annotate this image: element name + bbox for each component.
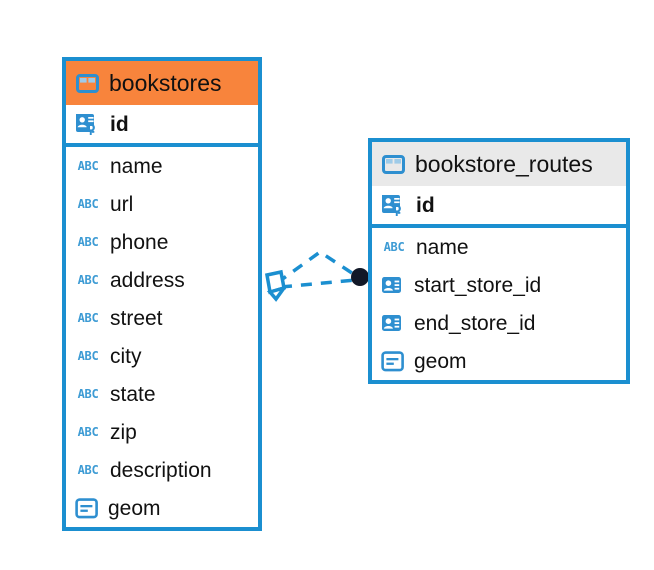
abc-text-icon: ABC <box>77 197 99 211</box>
abc-text-icon: ABC <box>77 235 99 249</box>
field-name: url <box>110 192 134 216</box>
field-name: street <box>110 306 163 330</box>
field-row[interactable]: ABC phone <box>66 223 258 261</box>
field-row[interactable]: ABC zip <box>66 413 258 451</box>
field-row[interactable]: ABC description <box>66 451 258 489</box>
field-name: geom <box>414 349 467 373</box>
field-list-bookstore-routes: ABC name start_store_id <box>372 228 626 380</box>
foreign-key-icon <box>381 275 405 296</box>
abc-text-icon: ABC <box>383 240 405 254</box>
abc-text-icon: ABC <box>77 349 99 363</box>
field-row[interactable]: ABC state <box>66 375 258 413</box>
primary-key-section: id <box>66 105 258 147</box>
field-row-primary-key[interactable]: id <box>372 186 626 224</box>
field-name: name <box>110 154 163 178</box>
field-row[interactable]: ABC street <box>66 299 258 337</box>
field-row-primary-key[interactable]: id <box>66 105 258 143</box>
abc-text-icon: ABC <box>77 463 99 477</box>
foreign-key-icon <box>381 313 405 334</box>
entity-table-bookstores[interactable]: bookstores id <box>62 57 262 531</box>
abc-text-icon: ABC <box>77 159 99 173</box>
relationship-line-upper <box>275 249 359 285</box>
diamond-marker <box>264 269 289 302</box>
table-grid-icon <box>76 73 99 93</box>
field-row[interactable]: ABC city <box>66 337 258 375</box>
entity-header-bookstores[interactable]: bookstores <box>66 61 258 105</box>
table-grid-icon <box>382 154 405 174</box>
abc-text-icon: ABC <box>77 425 99 439</box>
abc-text-icon: ABC <box>77 311 99 325</box>
field-name: description <box>110 458 212 482</box>
field-name: end_store_id <box>414 311 536 335</box>
field-name: start_store_id <box>414 273 542 297</box>
geometry-icon <box>75 497 99 519</box>
field-row[interactable]: ABC address <box>66 261 258 299</box>
field-row[interactable]: geom <box>66 489 258 527</box>
primary-key-icon <box>75 112 101 136</box>
filled-circle-marker <box>351 268 369 286</box>
field-row[interactable]: geom <box>372 342 626 380</box>
field-name: zip <box>110 420 137 444</box>
field-name: state <box>110 382 156 406</box>
abc-text-icon: ABC <box>77 387 99 401</box>
field-name: address <box>110 268 185 292</box>
field-name: city <box>110 344 142 368</box>
primary-key-section: id <box>372 186 626 228</box>
entity-table-bookstore-routes[interactable]: bookstore_routes id <box>368 138 630 384</box>
field-row[interactable]: ABC name <box>66 147 258 185</box>
field-row[interactable]: ABC name <box>372 228 626 266</box>
field-name: geom <box>108 496 161 520</box>
entity-title: bookstores <box>109 69 222 96</box>
relationship-line-lower <box>280 278 357 289</box>
entity-header-bookstore-routes[interactable]: bookstore_routes <box>372 142 626 186</box>
entity-title: bookstore_routes <box>415 150 593 177</box>
abc-text-icon: ABC <box>77 273 99 287</box>
field-row[interactable]: ABC url <box>66 185 258 223</box>
field-name: phone <box>110 230 169 254</box>
geometry-icon <box>381 350 405 372</box>
field-name: id <box>416 193 435 217</box>
field-row[interactable]: end_store_id <box>372 304 626 342</box>
field-list-bookstores: ABC name ABC url ABC phone ABC address A… <box>66 147 258 527</box>
field-name: name <box>416 235 469 259</box>
field-row[interactable]: start_store_id <box>372 266 626 304</box>
primary-key-icon <box>381 193 407 217</box>
field-name: id <box>110 112 129 136</box>
